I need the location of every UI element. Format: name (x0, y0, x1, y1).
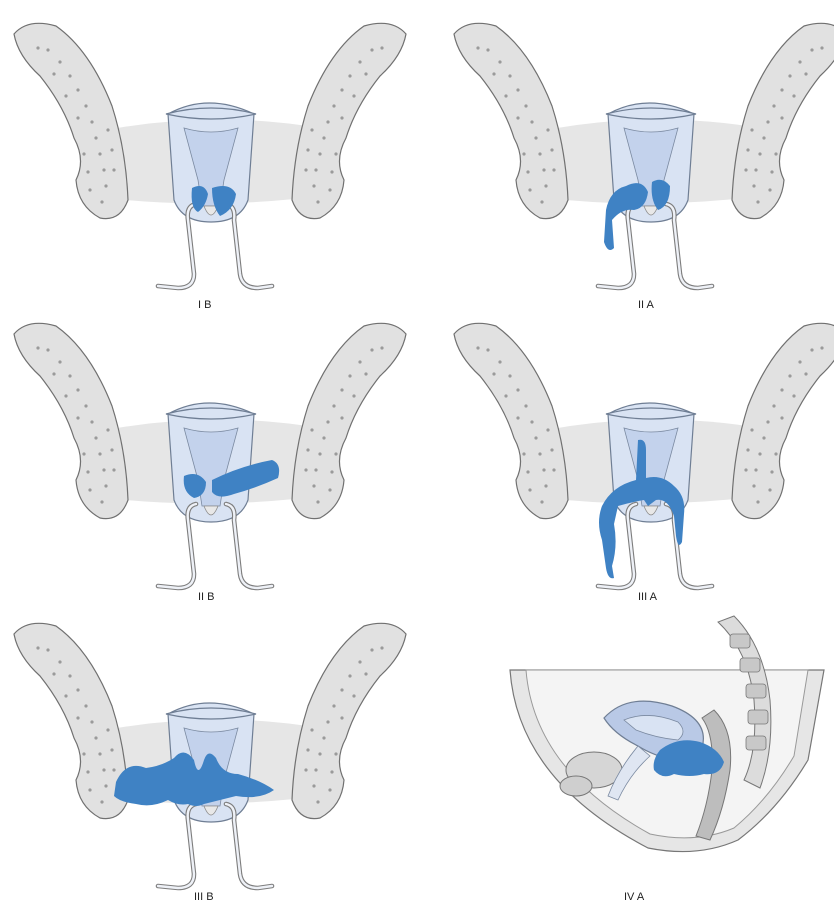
panel-stage-IVA: IV A (510, 616, 824, 903)
panel-stage-IIIA: III A (454, 323, 834, 603)
stage-label-iia: II A (638, 299, 655, 311)
panel-stage-IIB: II B (14, 323, 406, 603)
stage-label-iib: II B (198, 591, 215, 603)
stage-label-ib: I B (198, 299, 211, 311)
stage-label-iiib: III B (194, 891, 214, 903)
panel-stage-IIA: II A (454, 23, 834, 311)
stage-label-iva: IV A (624, 891, 645, 903)
stage-label-iiia: III A (638, 591, 658, 603)
panel-stage-IIIB: III B (14, 623, 406, 903)
panel-stage-IB: I B (14, 23, 406, 311)
